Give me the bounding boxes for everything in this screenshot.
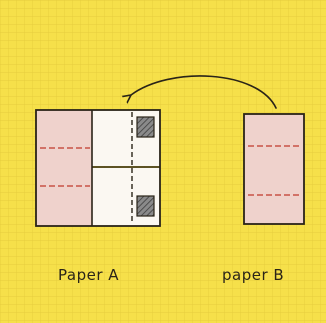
hatched-square-icon: [136, 116, 155, 138]
paper-b-rect: [243, 113, 305, 225]
paper-a-outline: [35, 109, 161, 227]
paper-a-label: Paper A: [58, 266, 119, 284]
paper-b-label: paper B: [222, 266, 284, 284]
hatched-square-icon: [136, 195, 155, 217]
paper-a-left-panel: [36, 110, 92, 226]
curved-arrow-icon: [131, 75, 277, 109]
paper-a: [35, 109, 161, 227]
paper-b: [243, 113, 305, 225]
